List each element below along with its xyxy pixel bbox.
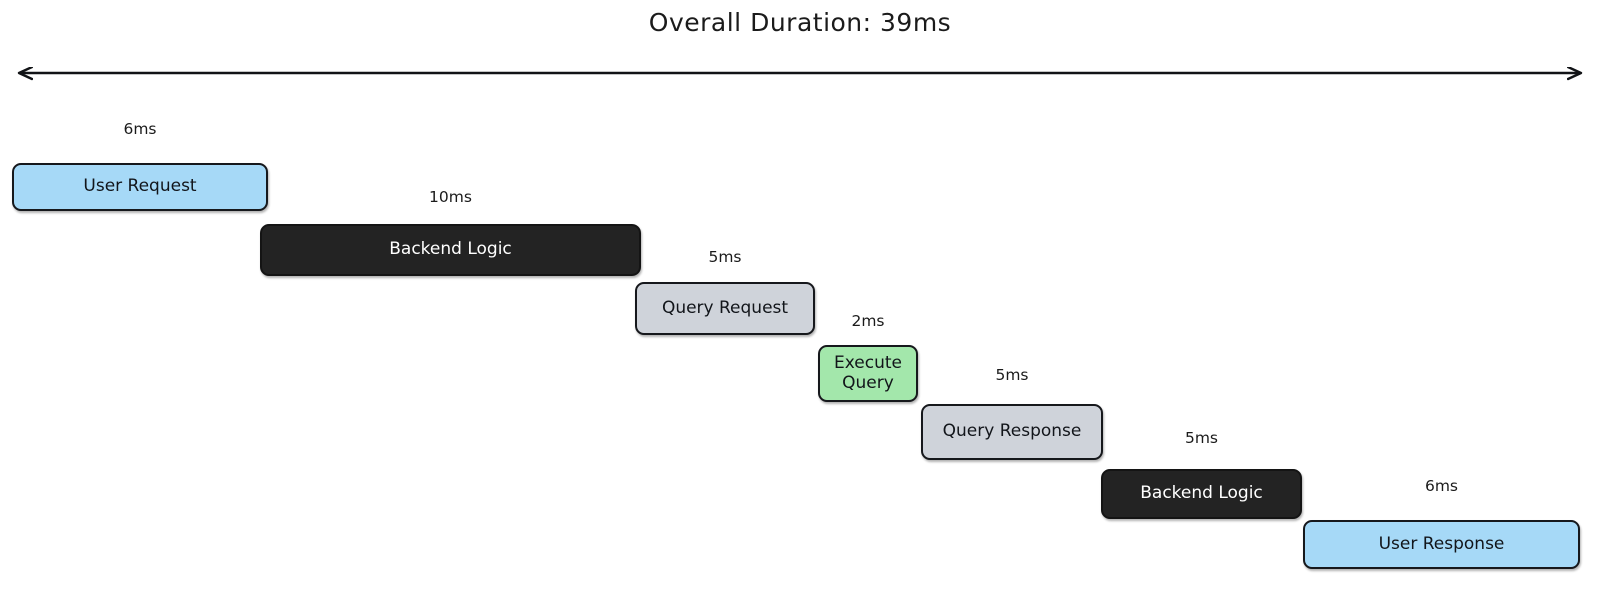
span-box-user-request[interactable]: User Request — [12, 163, 268, 211]
duration-label-backend-logic-1: 10ms — [429, 188, 472, 206]
page-title: Overall Duration: 39ms — [648, 8, 952, 37]
duration-label-user-response: 6ms — [1424, 477, 1459, 495]
duration-label-user-request: 6ms — [123, 120, 157, 138]
duration-label-execute-query: 2ms — [851, 312, 885, 330]
duration-axis — [0, 48, 1600, 98]
span-label-user-response: User Response — [1378, 533, 1505, 554]
duration-label-backend-logic-2: 5ms — [1184, 429, 1219, 447]
span-label-query-response: Query Response — [942, 421, 1082, 442]
span-box-backend-logic-2[interactable]: Backend Logic — [1101, 469, 1302, 519]
duration-label-query-request: 5ms — [708, 248, 742, 266]
span-box-user-response[interactable]: User Response — [1303, 520, 1580, 569]
span-box-query-request[interactable]: Query Request — [635, 282, 815, 335]
span-box-query-response[interactable]: Query Response — [921, 404, 1103, 460]
span-box-backend-logic-1[interactable]: Backend Logic — [260, 224, 641, 276]
span-label-backend-logic-1: Backend Logic — [389, 239, 512, 260]
duration-label-query-response: 5ms — [995, 366, 1029, 384]
span-label-query-request: Query Request — [661, 297, 789, 318]
span-label-backend-logic-2: Backend Logic — [1140, 483, 1263, 504]
span-label-user-request: User Request — [83, 176, 197, 197]
